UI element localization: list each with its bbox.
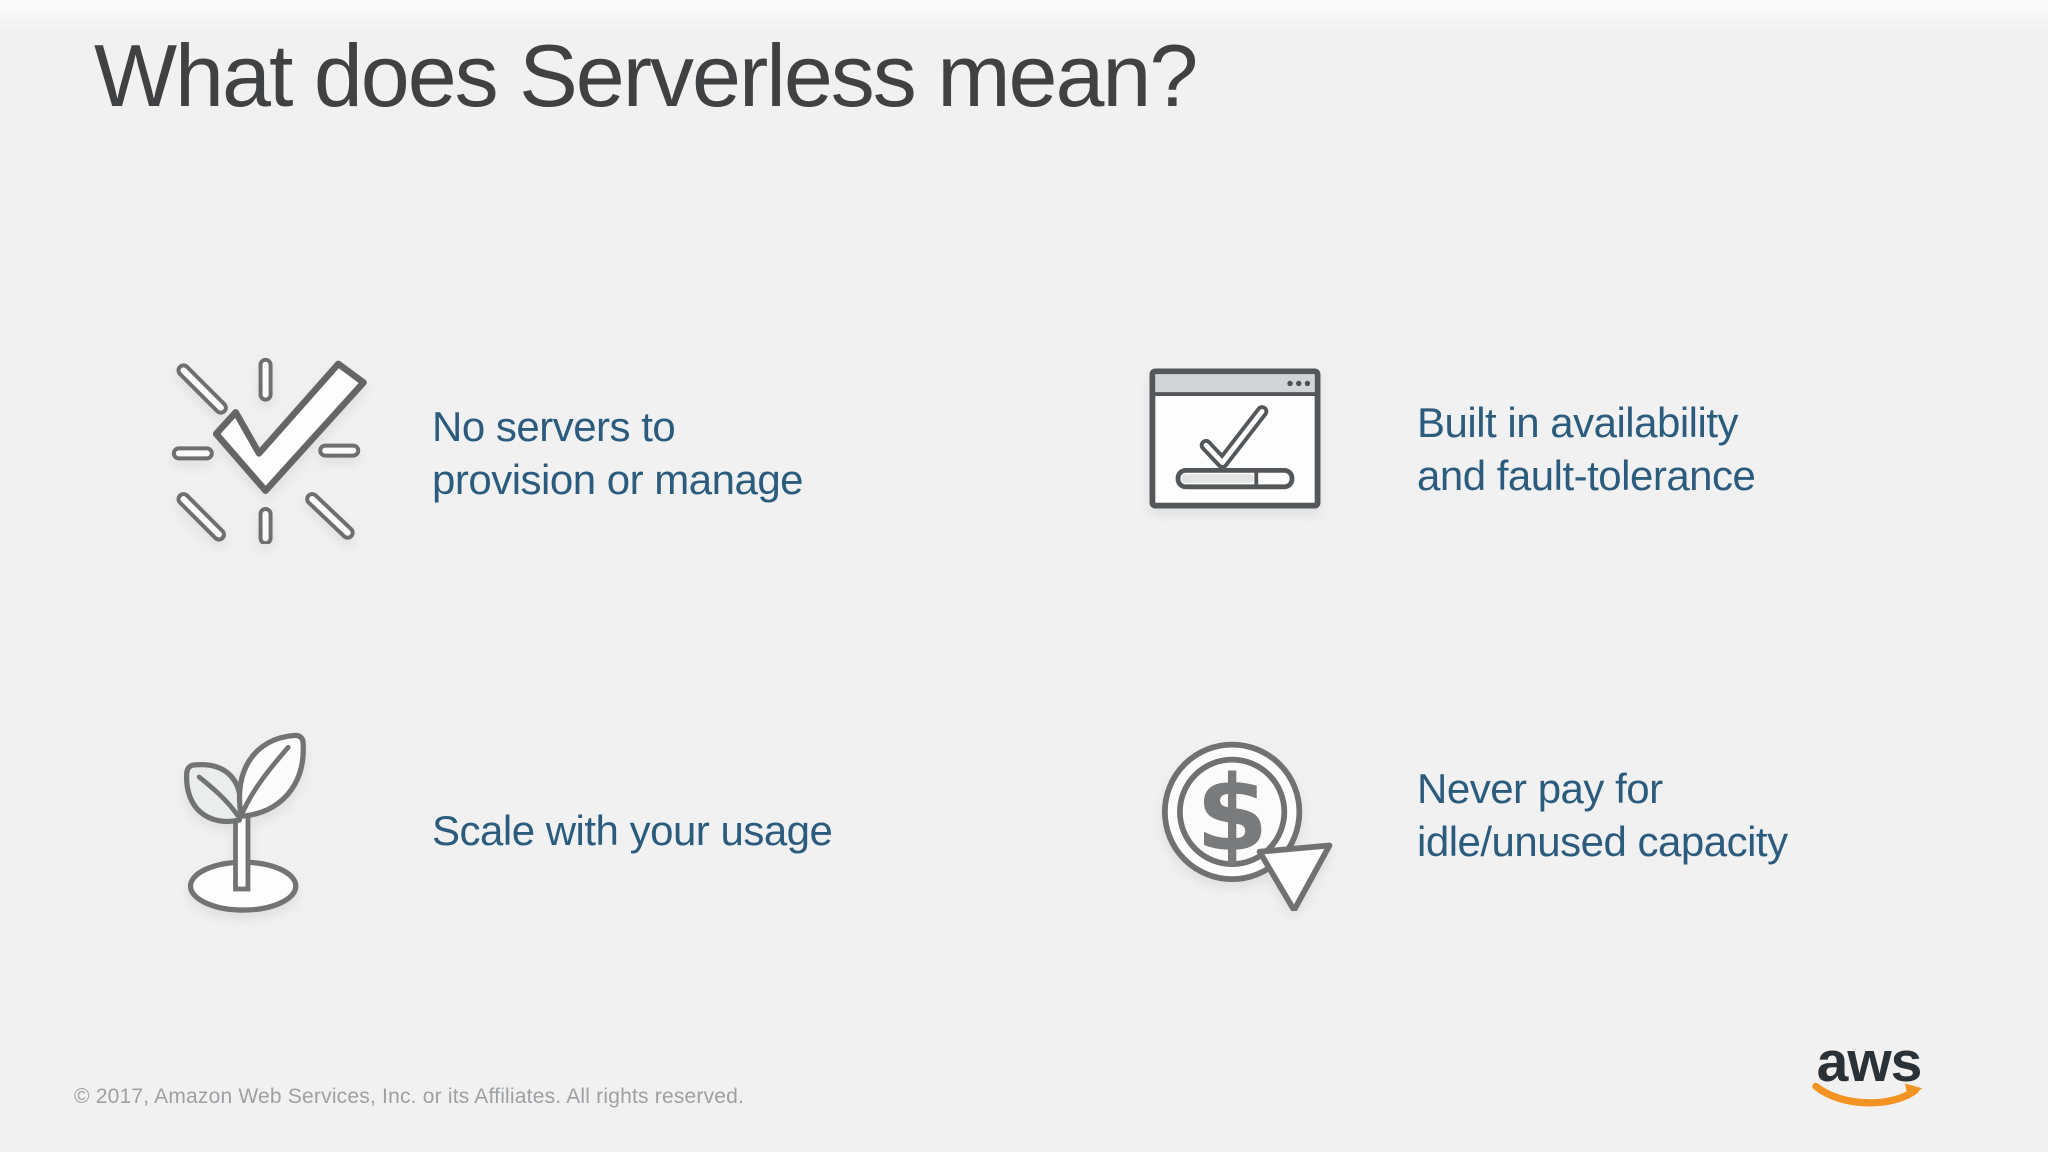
burst-check-icon — [171, 357, 367, 544]
aws-logo-text: aws — [1816, 1030, 1923, 1094]
aws-logo: aws — [1808, 1034, 1930, 1112]
copyright-text: © 2017, Amazon Web Services, Inc. or its… — [74, 1085, 745, 1108]
slide-title: What does Serverless mean? — [94, 26, 1198, 125]
dollar-refresh-icon: $ — [1161, 741, 1333, 911]
aws-smile-icon — [1812, 1082, 1923, 1107]
browser-check-icon — [1149, 368, 1321, 509]
svg-text:$: $ — [1196, 753, 1269, 875]
feature-label: Never pay for idle/unused capacity — [1417, 765, 1788, 865]
sprout-icon — [184, 732, 306, 913]
feature-label: Scale with your usage — [432, 807, 833, 854]
feature-label: No servers to provision or manage — [432, 403, 804, 503]
feature-label: Built in availability and fault-toleranc… — [1417, 399, 1756, 499]
